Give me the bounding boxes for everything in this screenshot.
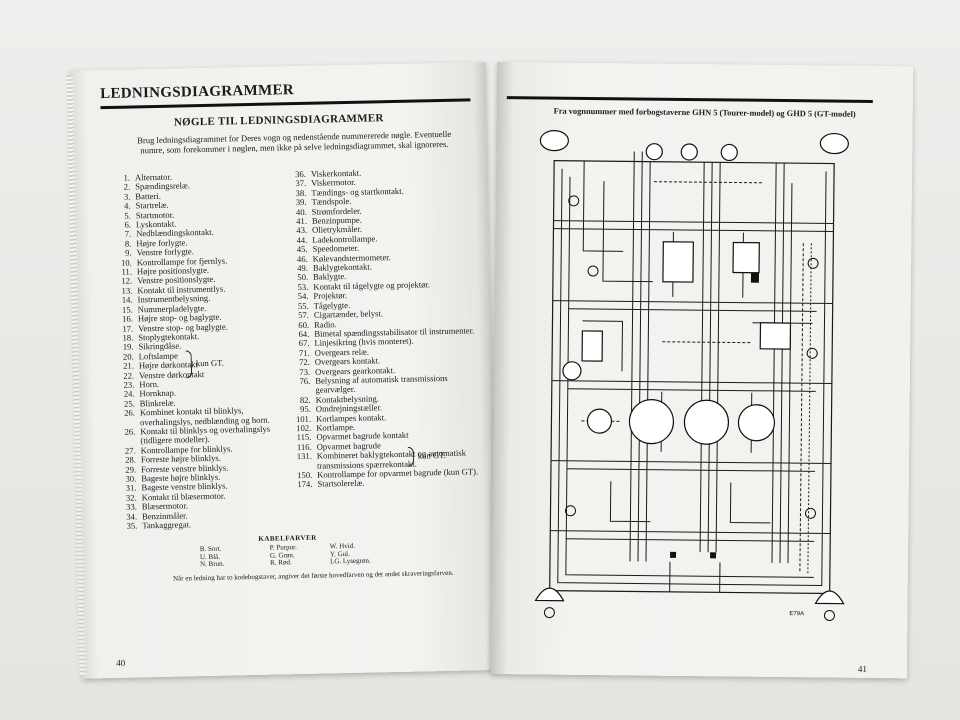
- left-page: LEDNINGSDIAGRAMMER NØGLE TIL LEDNINGSDIA…: [66, 62, 499, 679]
- page-number-right: 41: [857, 663, 867, 674]
- brace-note-gt: kun GT.: [195, 357, 224, 369]
- brace-mark: [185, 350, 193, 379]
- diagram-caption: Fra vognnummer med forbogstaverne GHN 5 …: [553, 106, 856, 119]
- key-number: 131.: [296, 450, 312, 462]
- key-column-a: 1.Alternator.2.Spændingsrelæ.3.Batteri.4…: [104, 170, 286, 531]
- right-page: Fra vognnummer med forbogstaverne GHN 5 …: [490, 62, 914, 679]
- page-number-left: 40: [116, 657, 126, 668]
- key-number: 26.: [124, 426, 136, 437]
- brace-note-gt-2: kun GT.: [417, 449, 446, 461]
- key-number: 174.: [297, 479, 313, 490]
- header-rule: [506, 96, 873, 103]
- cable-color-entry: LG. Lysegrøn.: [329, 556, 371, 566]
- intro-text: Brug ledningsdiagrammet for Deres vogn o…: [137, 128, 452, 156]
- cable-colors-grid: B. Sort.P. Purpur.W. Hvid.U. Blå.G. Grøn…: [200, 542, 390, 569]
- wiring-diagram: E79A: [534, 130, 849, 622]
- figure-ref: E79A: [789, 611, 804, 617]
- manual-booklet: LEDNINGSDIAGRAMMER NØGLE TIL LEDNINGSDIA…: [66, 56, 914, 679]
- cable-color-entry: R. Rød.: [269, 558, 292, 567]
- key-column-b: 36.Viskerkontakt.37.Viskermotor.38.Tændi…: [280, 166, 482, 490]
- key-number: 35.: [126, 520, 138, 531]
- page-header-title: LEDNINGSDIAGRAMMER: [100, 82, 295, 103]
- cable-color-entry: N. Brun.: [200, 559, 225, 569]
- cable-colors-note: Når en ledning har to kodebogstaver, ang…: [173, 568, 454, 583]
- key-text: Belysning af automatisk transmissions ge…: [315, 372, 448, 396]
- key-number: 26.: [124, 407, 136, 418]
- key-title: NØGLE TIL LEDNINGSDIAGRAMMER: [173, 112, 384, 129]
- key-text: Tankaggregat.: [142, 519, 192, 531]
- brace-mark: [407, 446, 415, 467]
- key-number: 76.: [299, 375, 311, 386]
- key-text: Startsolerelæ.: [317, 478, 365, 490]
